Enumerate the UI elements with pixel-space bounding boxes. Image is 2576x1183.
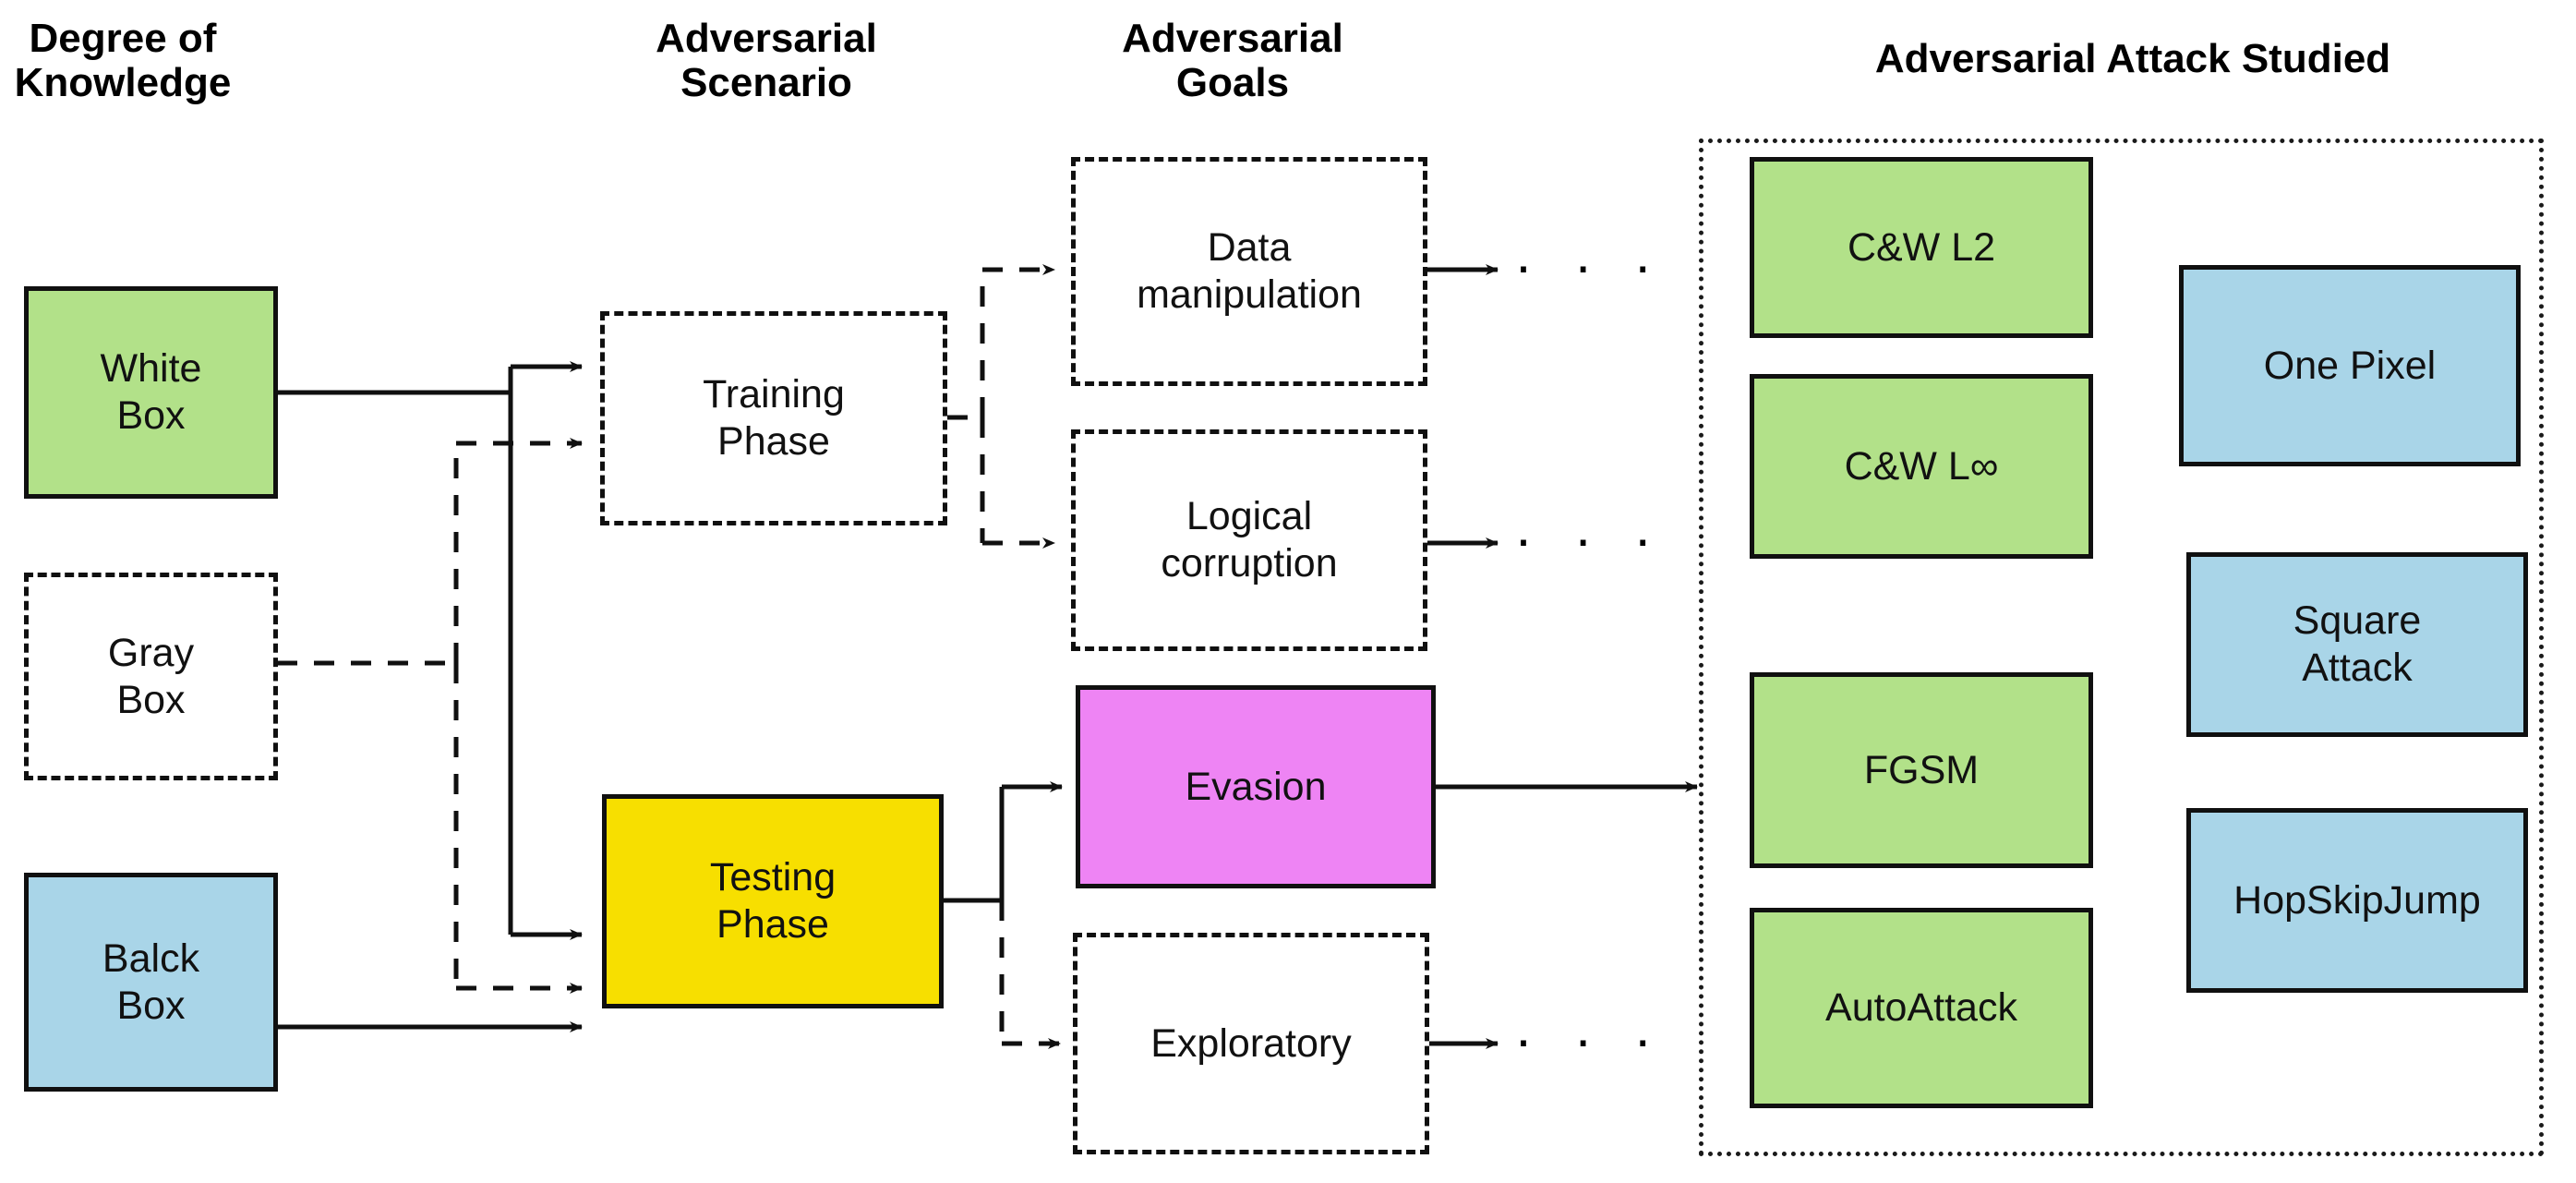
wire-testing-phase-to-evasion — [944, 781, 1063, 903]
node-attack-square-attack-label: Square Attack — [2293, 598, 2422, 690]
node-attack-cw-l2-label: C&W L2 — [1847, 224, 1996, 270]
node-attack-fgsm[interactable]: FGSM — [1750, 672, 2093, 868]
column-header-degree-of-knowledge: Degree of Knowledge — [14, 16, 232, 105]
ellipsis-logical-corruption: · · · — [1514, 508, 1666, 570]
group-adversarial-attack-studied — [1699, 139, 2544, 1156]
node-attack-fgsm-label: FGSM — [1863, 747, 1980, 792]
node-exploratory[interactable]: Exploratory — [1073, 933, 1429, 1154]
node-white-box[interactable]: White Box — [24, 286, 278, 499]
wire-testing-phase-to-exploratory — [999, 900, 1061, 1049]
node-gray-box[interactable]: Gray Box — [24, 573, 278, 780]
column-header-adversarial-scenario: Adversarial Scenario — [656, 16, 877, 105]
node-logical-corruption[interactable]: Logical corruption — [1071, 429, 1427, 651]
column-header-adversarial-goals: Adversarial Goals — [1122, 16, 1343, 105]
node-attack-cw-l2[interactable]: C&W L2 — [1750, 157, 2093, 338]
node-black-box[interactable]: Balck Box — [24, 873, 278, 1092]
node-training-phase-label: Training Phase — [703, 372, 845, 464]
node-attack-autoattack-label: AutoAttack — [1825, 985, 2017, 1031]
node-data-manipulation[interactable]: Data manipulation — [1071, 157, 1427, 386]
ellipsis-data-manipulation: · · · — [1514, 235, 1666, 296]
node-white-box-label: White Box — [100, 346, 202, 438]
node-attack-cw-linf-label: C&W L∞ — [1844, 443, 1999, 489]
node-attack-hopskipjump[interactable]: HopSkipJump — [2186, 808, 2528, 993]
node-gray-box-label: Gray Box — [107, 630, 195, 722]
node-attack-hopskipjump-label: HopSkipJump — [2233, 877, 2481, 923]
wire-training-phase-to-goals — [947, 264, 1055, 549]
node-training-phase[interactable]: Training Phase — [600, 311, 947, 525]
node-attack-one-pixel-label: One Pixel — [2263, 343, 2437, 388]
node-attack-square-attack[interactable]: Square Attack — [2186, 552, 2528, 737]
column-header-adversarial-attack-studied: Adversarial Attack Studied — [1874, 36, 2391, 81]
node-exploratory-label: Exploratory — [1150, 1020, 1352, 1066]
node-attack-cw-linf[interactable]: C&W L∞ — [1750, 374, 2093, 559]
node-logical-corruption-label: Logical corruption — [1161, 494, 1338, 585]
node-black-box-label: Balck Box — [102, 936, 200, 1028]
node-attack-autoattack[interactable]: AutoAttack — [1750, 908, 2093, 1108]
node-data-manipulation-label: Data manipulation — [1137, 225, 1362, 317]
node-testing-phase[interactable]: Testing Phase — [602, 794, 944, 1008]
ellipsis-exploratory: · · · — [1514, 1008, 1666, 1070]
node-attack-one-pixel[interactable]: One Pixel — [2179, 265, 2521, 466]
node-testing-phase-label: Testing Phase — [709, 855, 837, 947]
wire-gray-box-to-scenario — [277, 438, 583, 994]
node-evasion-label: Evasion — [1185, 764, 1327, 809]
node-evasion[interactable]: Evasion — [1076, 685, 1436, 888]
wire-white-box-to-scenario — [277, 361, 583, 940]
